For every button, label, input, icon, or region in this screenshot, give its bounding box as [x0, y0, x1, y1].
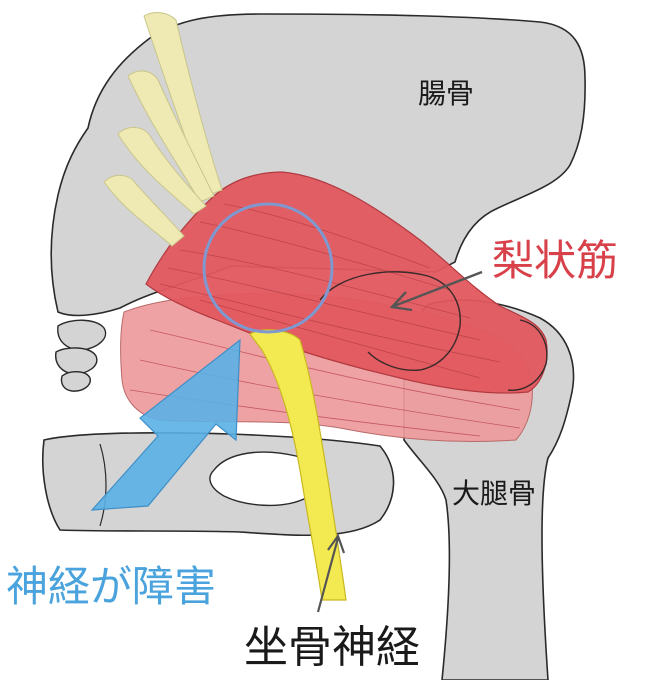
piriformis-pointer-head [389, 291, 413, 312]
sciatic-pointer-head [327, 533, 346, 554]
sacral-knob-middle [55, 347, 98, 375]
ischium-segment-line [99, 443, 107, 527]
sciatic-nerve [249, 329, 347, 601]
femoral-head-outline [507, 319, 548, 391]
compression-circle [202, 202, 334, 334]
sacral-knob-upper [57, 319, 107, 351]
ilium-label: 腸骨 [418, 77, 475, 110]
piriformis-label: 梨状筋 [492, 236, 619, 285]
sacral-nerve-roots [103, 12, 223, 247]
impingement-arrow [90, 338, 241, 511]
sciatic-nerve-label: 坐骨神経 [244, 622, 420, 673]
impingement-label: 神経が障害 [6, 562, 217, 611]
femur-label: 大腿骨 [452, 477, 537, 510]
piriformis-pointer-line [393, 270, 483, 308]
sacral-knob-lower [60, 371, 91, 392]
hip-socket-outline [319, 271, 461, 371]
sciatic-pointer-line [316, 537, 340, 613]
